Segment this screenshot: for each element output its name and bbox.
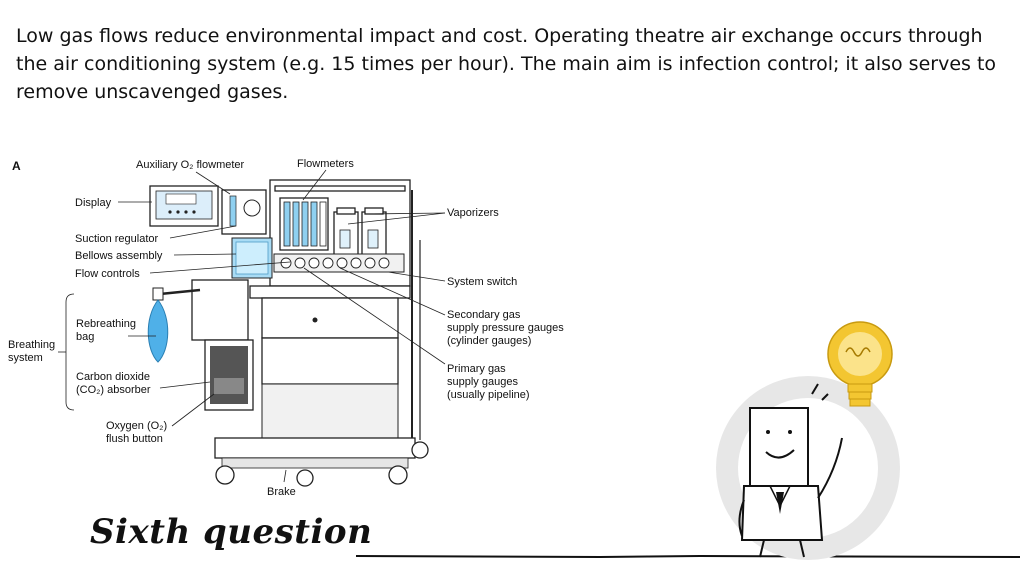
leader-lines [58,169,446,483]
label-o2-flush-line2: flush button [106,433,163,445]
label-brake: Brake [267,486,296,498]
label-primary-gas-line2: supply gauges [447,376,518,388]
label-breathing-system-line1: Breathing [8,339,55,351]
label-co2-absorber-line2: (CO₂) absorber [76,384,151,396]
label-primary-gas-line3: (usually pipeline) [447,389,530,401]
label-vaporizers: Vaporizers [447,207,499,219]
lightbulb-icon [827,321,893,407]
label-bellows-assembly: Bellows assembly [75,250,163,262]
thinking-person-icon [355,321,1021,560]
label-aux-o2-flowmeter: Auxiliary O₂ flowmeter [136,159,245,171]
panel-letter: A [12,159,21,173]
label-rebreathing-bag-line2: bag [76,331,94,343]
label-flow-controls: Flow controls [75,268,140,280]
label-display: Display [75,197,112,209]
label-co2-absorber-line1: Carbon dioxide [76,371,150,383]
anesthesia-machine-diagram: A [8,158,564,498]
label-suction-regulator: Suction regulator [75,233,158,245]
label-secondary-gas-line1: Secondary gas [447,309,521,321]
diagram-labels: Auxiliary O₂ flowmeter Flowmeters Displa… [8,158,564,498]
machine-illustration [147,179,429,487]
label-rebreathing-bag-line1: Rebreathing [76,318,136,330]
label-secondary-gas-line2: supply pressure gauges [447,322,564,334]
label-secondary-gas-line3: (cylinder gauges) [447,335,531,347]
label-system-switch: System switch [447,276,517,288]
label-primary-gas-line1: Primary gas [447,363,506,375]
intro-text: Low gas flows reduce environmental impac… [16,25,997,103]
footer-title: Sixth question [90,512,373,552]
label-breathing-system-line2: system [8,352,43,364]
label-flowmeters: Flowmeters [297,158,354,170]
label-o2-flush-line1: Oxygen (O₂) [106,420,167,432]
